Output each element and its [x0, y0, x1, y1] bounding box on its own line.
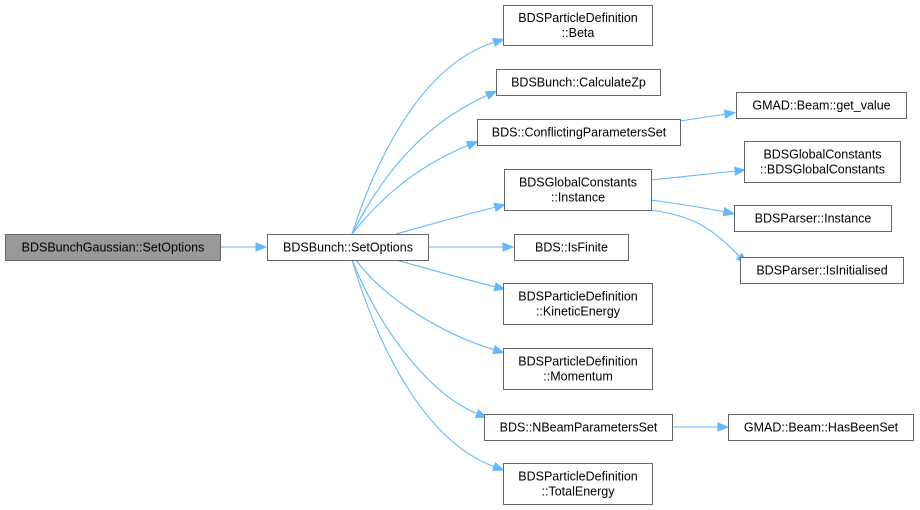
arrow-head [733, 166, 747, 176]
call-edges [221, 37, 748, 471]
node-label-line: BDSParticleDefinition [518, 290, 638, 304]
node-label-line: BDSParser::Instance [755, 212, 872, 226]
node-getvalue[interactable]: GMAD::Beam::get_value [736, 92, 907, 119]
node-box [736, 92, 907, 119]
node-box [740, 257, 904, 284]
node-box [5, 234, 221, 261]
node-setopts[interactable]: BDSBunch::SetOptions [267, 234, 429, 261]
call-nodes: BDSBunchGaussian::SetOptions BDSBunch::Se… [5, 5, 914, 505]
node-calczp[interactable]: BDSBunch::CalculateZp [496, 69, 661, 96]
node-hasbeenset[interactable]: GMAD::Beam::HasBeenSet [728, 414, 914, 441]
node-label-line: BDSParticleDefinition [518, 470, 638, 484]
node-box [503, 5, 653, 46]
node-box [267, 234, 429, 261]
edge-nbeam-to-hasbeenset [672, 422, 730, 432]
node-totalenergy[interactable]: BDSParticleDefinition::TotalEnergy [503, 463, 653, 505]
node-box [496, 69, 661, 96]
node-parserinst[interactable]: BDSParser::Instance [734, 205, 892, 232]
edge-setopts-to-gcinst [395, 202, 507, 235]
node-box [503, 348, 653, 390]
arrow-head [255, 242, 268, 252]
node-box [477, 119, 681, 146]
node-box [744, 141, 901, 183]
node-label-line: BDSParticleDefinition [518, 355, 638, 369]
arrow-head [717, 422, 730, 432]
arrow-head [722, 207, 736, 217]
node-label-line: ::KineticEnergy [536, 305, 621, 319]
node-box [728, 414, 914, 441]
node-box [503, 283, 653, 325]
edge-setopts-to-nbeam [351, 259, 488, 418]
edge-setopts-to-kinetic [395, 259, 507, 292]
node-label-line: BDSBunchGaussian::SetOptions [22, 241, 205, 255]
arrow-head [723, 109, 737, 119]
arrow-head [493, 202, 507, 212]
node-gcctor[interactable]: BDSGlobalConstants::BDSGlobalConstants [744, 141, 901, 183]
node-label-line: ::Momentum [543, 370, 612, 384]
edge-setopts-to-calczp [351, 90, 498, 235]
node-label-line: BDSBunch::SetOptions [283, 241, 413, 255]
arrow-head [492, 345, 505, 355]
node-beta[interactable]: BDSParticleDefinition::Beta [503, 5, 653, 46]
node-box [514, 234, 629, 261]
edge-conflict-to-getvalue [679, 109, 737, 122]
node-conflict[interactable]: BDS::ConflictingParametersSet [477, 119, 681, 146]
node-momentum[interactable]: BDSParticleDefinition::Momentum [503, 348, 653, 390]
node-label-line: BDS::ConflictingParametersSet [492, 126, 667, 140]
arrow-head [493, 282, 507, 292]
node-kinetic[interactable]: BDSParticleDefinition::KineticEnergy [503, 283, 653, 325]
node-box [504, 169, 652, 211]
node-root[interactable]: BDSBunchGaussian::SetOptions [5, 234, 221, 261]
node-label-line: ::Instance [551, 191, 605, 205]
arrow-head [465, 141, 479, 150]
node-gcinst[interactable]: BDSGlobalConstants::Instance [504, 169, 652, 211]
edge-setopts-to-totalenergy [351, 259, 505, 471]
edge-setopts-to-isfinite [428, 242, 515, 252]
node-isinit[interactable]: BDSParser::IsInitialised [740, 257, 904, 284]
arrow-head [502, 242, 515, 252]
edge-root-to-setopts [221, 242, 268, 252]
node-box [734, 205, 892, 232]
node-label-line: BDSBunch::CalculateZp [511, 76, 646, 90]
edge-gcinst-to-isinit [650, 209, 748, 265]
arrow-head [492, 37, 505, 47]
edge-gcinst-to-parserinst [650, 199, 736, 217]
node-label-line: BDSGlobalConstants [763, 148, 881, 162]
node-label-line: ::TotalEnergy [542, 485, 616, 499]
node-label-line: ::Beta [562, 26, 595, 40]
arrow-head [484, 90, 498, 100]
node-label-line: GMAD::Beam::HasBeenSet [744, 421, 899, 435]
node-label-line: BDSGlobalConstants [519, 176, 637, 190]
node-label-line: GMAD::Beam::get_value [752, 99, 890, 113]
node-label-line: BDS::IsFinite [535, 241, 608, 255]
node-box [484, 414, 673, 441]
node-label-line: ::BDSGlobalConstants [760, 163, 885, 177]
node-box [503, 463, 653, 505]
edge-setopts-to-conflict [351, 141, 479, 235]
node-label-line: BDSParticleDefinition [518, 11, 638, 25]
arrow-head [474, 409, 488, 418]
arrow-head [491, 462, 505, 471]
node-nbeam[interactable]: BDS::NBeamParametersSet [484, 414, 673, 441]
node-label-line: BDSParser::IsInitialised [756, 264, 887, 278]
edge-setopts-to-momentum [355, 259, 505, 355]
node-isfinite[interactable]: BDS::IsFinite [514, 234, 629, 261]
edge-gcinst-to-gcctor [650, 166, 747, 181]
node-label-line: BDS::NBeamParametersSet [500, 421, 658, 435]
edge-setopts-to-beta [351, 37, 505, 235]
